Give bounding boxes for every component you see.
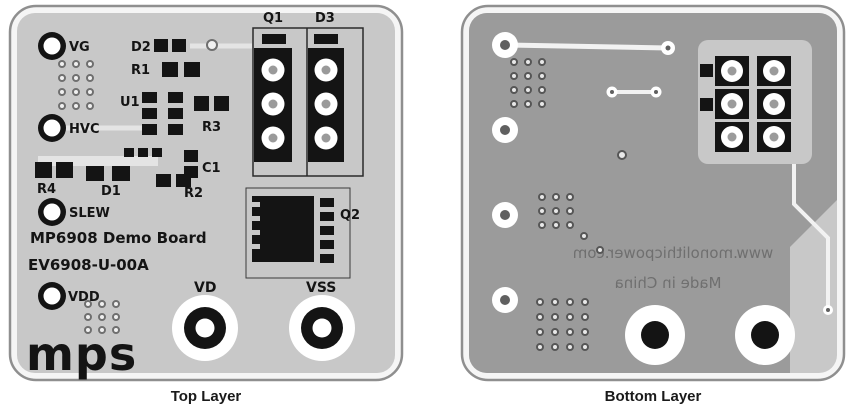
pad-vg bbox=[38, 32, 66, 60]
label-u1: U1 bbox=[120, 95, 140, 110]
pads-left-edge bbox=[492, 117, 518, 313]
pad-vss-hole bbox=[289, 295, 355, 361]
trace-top bbox=[492, 32, 675, 58]
pad-large-right bbox=[735, 305, 795, 365]
footprint-pads-bottom bbox=[700, 56, 791, 152]
label-r3: R3 bbox=[202, 120, 221, 135]
via-cluster-a bbox=[510, 58, 546, 108]
via-single bbox=[617, 150, 627, 160]
copper-traces bbox=[38, 43, 252, 166]
label-vd: VD bbox=[194, 280, 216, 296]
label-vss: VSS bbox=[306, 280, 336, 296]
via-cluster-b bbox=[538, 193, 604, 254]
label-d3: D3 bbox=[315, 11, 335, 26]
mirrored-website-text: www.monolithicpower.com bbox=[573, 244, 774, 262]
label-r2: R2 bbox=[184, 186, 203, 201]
label-d1: D1 bbox=[101, 184, 121, 199]
pad-vdd bbox=[38, 282, 66, 310]
component-r4 bbox=[35, 162, 73, 178]
label-hvc: HVC bbox=[69, 122, 99, 137]
board-name: MP6908 Demo Board bbox=[30, 229, 207, 247]
label-c1: C1 bbox=[202, 161, 221, 176]
board-code: EV6908-U-00A bbox=[28, 256, 149, 274]
via-cluster-c bbox=[536, 298, 589, 351]
component-r1 bbox=[162, 62, 200, 77]
bottom-layer-board: www.monolithicpower.com Made in China bbox=[460, 4, 846, 382]
component-d2 bbox=[154, 39, 218, 52]
label-d2: D2 bbox=[131, 40, 151, 55]
mirrored-origin-text: Made in China bbox=[615, 274, 722, 292]
mps-logo: mps bbox=[26, 327, 137, 381]
component-r3 bbox=[194, 96, 229, 111]
trace-mid bbox=[606, 86, 662, 98]
component-d1 bbox=[86, 166, 130, 181]
label-r1: R1 bbox=[131, 63, 150, 78]
trace-right bbox=[792, 164, 833, 315]
label-vg: VG bbox=[69, 40, 90, 55]
caption-bottom-layer: Bottom Layer bbox=[604, 388, 702, 405]
footprint-q1-d3 bbox=[252, 27, 364, 177]
label-slew: SLEW bbox=[69, 206, 110, 221]
footprint-q2 bbox=[245, 187, 351, 279]
pad-large-left bbox=[625, 305, 685, 365]
label-q2: Q2 bbox=[340, 208, 360, 223]
component-u1 bbox=[142, 92, 183, 135]
pad-vd-hole bbox=[172, 295, 238, 361]
component-small-pads bbox=[124, 148, 162, 157]
component-r2 bbox=[156, 174, 191, 187]
top-layer-board: VG D2 R1 Q1 D3 bbox=[8, 4, 404, 382]
caption-top-layer: Top Layer bbox=[170, 388, 242, 405]
label-vdd: VDD bbox=[68, 290, 100, 305]
pad-hvc bbox=[38, 114, 66, 142]
pad-slew bbox=[38, 198, 66, 226]
label-q1: Q1 bbox=[263, 11, 283, 26]
via-cluster-bottom-left bbox=[84, 300, 120, 334]
via-cluster-top-left bbox=[58, 60, 94, 110]
copper-pour bbox=[17, 13, 395, 373]
label-r4: R4 bbox=[37, 182, 56, 197]
